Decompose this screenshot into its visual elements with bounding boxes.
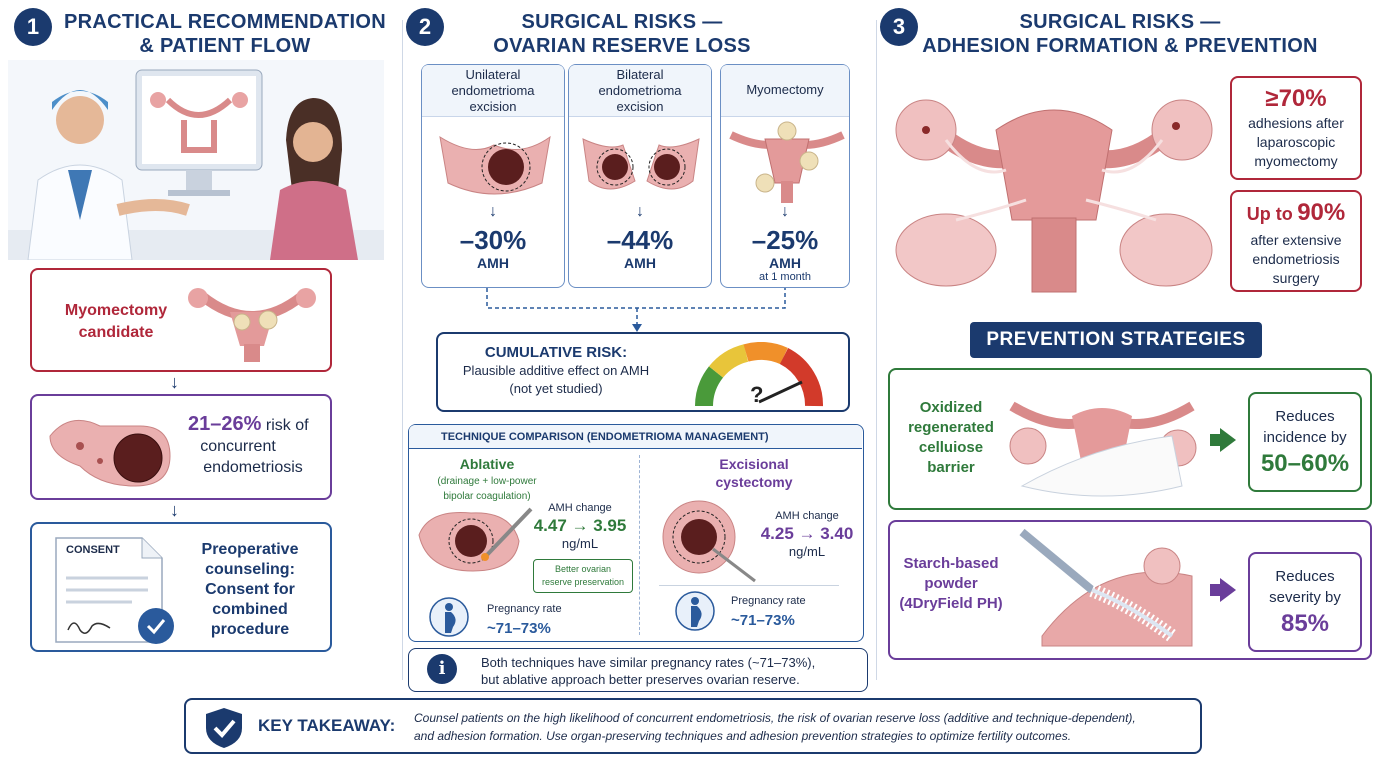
key-takeaway-label: KEY TAKEAWAY:	[258, 716, 396, 735]
consent-document-icon	[55, 537, 174, 644]
excisional-separator	[659, 585, 839, 586]
cellulose-barrier-label: Oxidized	[919, 399, 983, 416]
preoperative-counseling-card: CONSENT Preoperative counseling: Consent…	[30, 522, 332, 652]
prevention-strategies-title: PREVENTION STRATEGIES	[970, 322, 1262, 358]
excisional-pregnancy-rate: ~71–73%	[731, 612, 795, 629]
shield-check-icon	[206, 708, 242, 748]
section3-number: 3	[880, 8, 918, 46]
ovary-endometrioma-icon	[439, 135, 551, 195]
section2-number: 2	[406, 8, 444, 46]
excisional-ovary-icon	[662, 500, 756, 583]
info-line-2: but ablative approach better preserves o…	[481, 672, 800, 687]
amh-card-title: Bilateral	[616, 67, 664, 82]
pregnancy-icon	[429, 597, 469, 637]
adhesions-myomectomy-stat: ≥70% adhesions after laparoscopic myomec…	[1230, 76, 1362, 180]
down-arrow-icon: ↓	[636, 203, 644, 220]
excisional-amh-value: 4.25 → 3.40	[760, 524, 854, 543]
section2-title: SURGICAL RISKS — OVARIAN RESERVE LOSS	[493, 11, 751, 57]
arrow-right-icon	[1220, 428, 1236, 452]
amh-unit: AMH	[477, 255, 509, 271]
amh-card-title: Unilateral	[465, 67, 521, 82]
amh-loss-value: –30%	[459, 225, 527, 255]
doctor-patient-illustration	[8, 60, 384, 260]
info-summary-card: i Both techniques have similar pregnancy…	[408, 648, 868, 692]
adhesions-endometriosis-stat: Up to 90% after extensive endometriosis …	[1230, 190, 1362, 292]
concurrent-endometriosis-card: 21–26% risk of concurrent endometriosis	[30, 394, 332, 500]
powder-application-icon	[1019, 528, 1193, 647]
amh-note: at 1 month	[759, 271, 811, 283]
endometriosis-risk-pct: 21–26%	[188, 413, 262, 435]
amh-loss-value: –25%	[751, 225, 819, 255]
gauge-question-mark: ?	[750, 382, 764, 407]
barrier-uterus-icon	[1009, 401, 1197, 497]
ovary-endometrioma-icon	[49, 419, 171, 487]
counseling-text: Preoperative	[201, 541, 299, 558]
flow-arrow-2: ↓	[170, 500, 179, 520]
section1-number: 1	[14, 8, 52, 46]
section3-title: SURGICAL RISKS — ADHESION FORMATION & PR…	[922, 11, 1318, 57]
consent-label: CONSENT	[66, 544, 120, 556]
incidence-reduction-result: Reduces incidence by 50–60%	[1248, 392, 1362, 492]
divider-1	[402, 20, 403, 680]
ablative-title: Ablative	[459, 456, 515, 472]
cumulative-risk-title: CUMULATIVE RISK:	[484, 344, 628, 361]
info-line-1: Both techniques have similar pregnancy r…	[481, 655, 816, 670]
amh-card-title: endometrioma	[598, 83, 682, 98]
amh-card-title: endometrioma	[451, 83, 535, 98]
down-arrow-icon: ↓	[781, 203, 789, 220]
technique-header: TECHNIQUE COMPARISON (ENDOMETRIOMA MANAG…	[409, 425, 862, 449]
ablative-amh-value: 4.47 → 3.95	[533, 516, 627, 535]
amh-card-title: excision	[469, 99, 517, 114]
divider-2	[876, 20, 877, 680]
severity-reduction-result: Reduces severity by 85%	[1248, 552, 1362, 652]
ovary-endometrioma-icon	[582, 138, 700, 190]
arrow-right-icon	[1220, 578, 1236, 602]
myomectomy-candidate-card: Myomectomy candidate	[30, 268, 332, 372]
cumulative-connector	[486, 288, 786, 332]
starch-powder-label: Starch-based	[903, 555, 999, 572]
uterus-fibroid-icon	[729, 121, 845, 203]
section1-title: PRACTICAL RECOMMENDATION & PATIENT FLOW	[63, 11, 386, 57]
ablative-pregnancy-rate: ~71–73%	[487, 620, 551, 637]
adhesion-uterus-illustration	[895, 99, 1213, 293]
info-icon: i	[427, 654, 457, 684]
down-arrow-icon: ↓	[489, 203, 497, 220]
key-takeaway-banner: KEY TAKEAWAY: Counsel patients on the hi…	[184, 698, 1202, 754]
flow-arrow-1: ↓	[170, 372, 179, 392]
ablative-ovary-icon	[418, 507, 533, 572]
better-preservation-badge: Better ovarian reserve preservation	[533, 559, 633, 593]
amh-card-title: Myomectomy	[746, 82, 824, 97]
uterus-fibroid-icon	[188, 288, 316, 362]
amh-unit: AMH	[624, 255, 656, 271]
excisional-title: Excisional	[719, 456, 789, 472]
cellulose-barrier-card: Oxidized regenerated celluiose barrier R…	[888, 368, 1372, 510]
amh-card-title: excision	[616, 99, 664, 114]
pregnancy-icon	[675, 591, 715, 631]
amh-unit: AMH	[769, 255, 801, 271]
myomectomy-candidate-label: Myomectomy	[64, 302, 168, 319]
takeaway-line-1: Counsel patients on the high likelihood …	[414, 711, 1136, 725]
starch-powder-card: Starch-based powder (4DryField PH) Reduc…	[888, 520, 1372, 660]
amh-loss-value: –44%	[606, 225, 674, 255]
technique-comparison-panel: TECHNIQUE COMPARISON (ENDOMETRIOMA MANAG…	[408, 424, 864, 642]
risk-gauge-icon	[695, 342, 823, 407]
cumulative-risk-card: CUMULATIVE RISK: Plausible additive effe…	[436, 332, 850, 412]
takeaway-line-2: and adhesion formation. Use organ-preser…	[414, 729, 1072, 743]
technique-divider	[639, 455, 640, 635]
